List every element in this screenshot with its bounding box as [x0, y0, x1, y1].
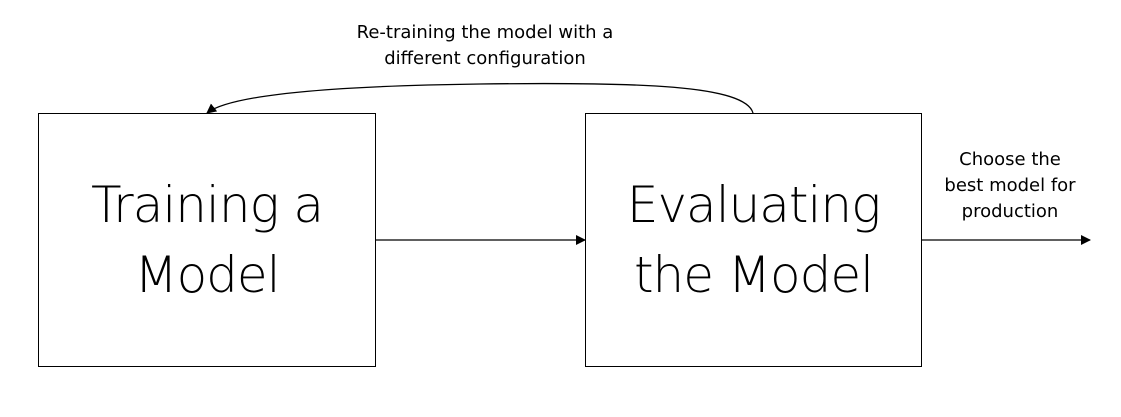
choose-best-model-caption: Choose the best model for production	[944, 149, 1076, 222]
training-model-label: Training a Model	[90, 176, 324, 304]
evaluating-model-label: Evaluating the Model	[626, 176, 881, 304]
training-model-box: Training a Model	[38, 113, 376, 367]
arrow-retrain-loop	[206, 82, 754, 114]
retrain-caption: Re-training the model with a different c…	[356, 22, 614, 69]
evaluating-model-box: Evaluating the Model	[585, 113, 922, 367]
